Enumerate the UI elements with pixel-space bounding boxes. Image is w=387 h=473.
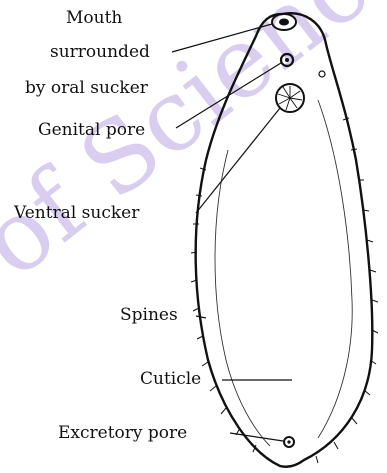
label-genital-pore: Genital pore	[38, 120, 145, 140]
label-mouth-line1: Mouth	[66, 8, 122, 28]
label-mouth-line3: by oral sucker	[25, 78, 148, 98]
inner-contour-right	[318, 100, 352, 438]
label-mouth-line2: surrounded	[50, 42, 150, 62]
body-marking	[319, 71, 325, 77]
excretory-pore-center	[287, 440, 290, 443]
leader-mouth	[172, 24, 272, 52]
ventral-sucker-radial-lines	[278, 86, 302, 110]
genital-pore-center	[285, 58, 289, 62]
label-cuticle: Cuticle	[140, 369, 201, 389]
label-spines: Spines	[120, 305, 178, 325]
label-ventral-sucker: Ventral sucker	[14, 203, 139, 223]
label-excretory-pore: Excretory pore	[58, 423, 187, 443]
mouth	[279, 19, 289, 26]
leader-genital-pore	[176, 63, 281, 128]
leader-ventral-sucker	[196, 108, 280, 213]
body-outline	[196, 13, 373, 467]
leader-excretory-pore	[230, 433, 283, 441]
spines-texture	[191, 118, 378, 463]
